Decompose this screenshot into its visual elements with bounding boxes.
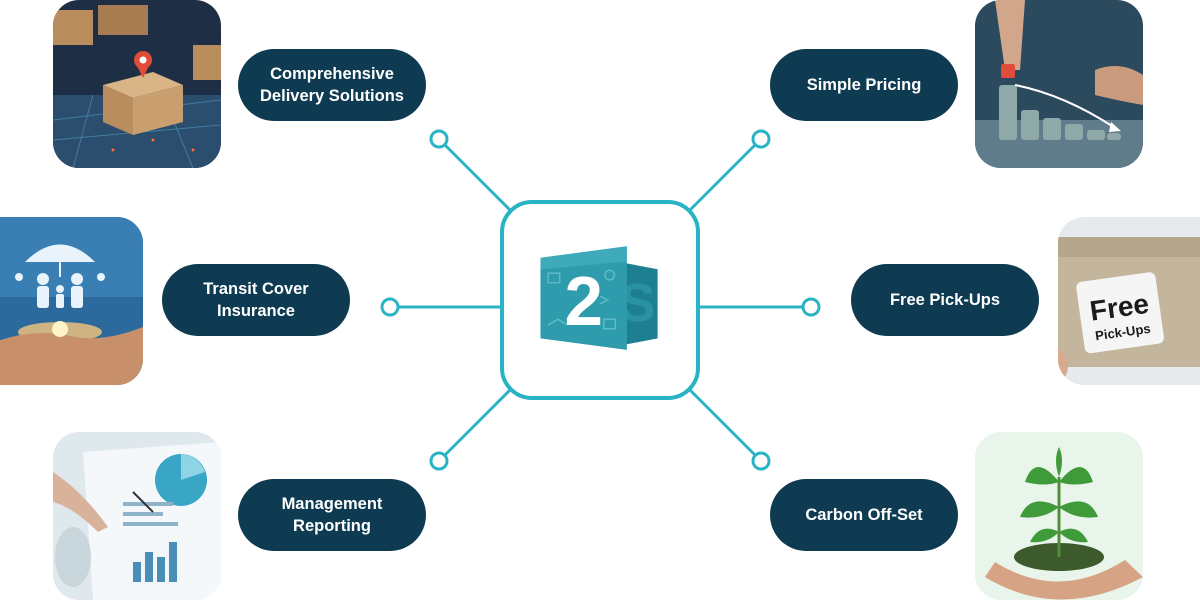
feature-simple-pricing[interactable]: Simple Pricing	[770, 49, 958, 121]
carbon-photo	[975, 432, 1143, 600]
connector-pricing	[686, 143, 757, 214]
reporting-photo	[53, 432, 221, 600]
connector-node-delivery	[429, 129, 449, 149]
delivery-photo	[53, 0, 221, 168]
feature-carbon-offset[interactable]: Carbon Off-Set	[770, 479, 958, 551]
connector-carbon	[686, 386, 757, 457]
connector-node-reporting	[429, 451, 449, 471]
connector-node-insurance	[380, 297, 400, 317]
feature-free-pickups[interactable]: Free Pick-Ups	[851, 264, 1039, 336]
pickups-photo: Free Pick-Ups	[1058, 217, 1200, 385]
feature-comprehensive-delivery[interactable]: Comprehensive Delivery Solutions	[238, 49, 426, 121]
connector-node-pricing	[751, 129, 771, 149]
connector-node-pickups	[801, 297, 821, 317]
pricing-photo	[975, 0, 1143, 168]
connector-reporting	[443, 386, 514, 457]
logo-number: 2	[564, 262, 602, 340]
connector-delivery	[443, 143, 514, 214]
connector-node-carbon	[751, 451, 771, 471]
insurance-photo	[0, 217, 143, 385]
brand-logo: S 2	[540, 246, 658, 350]
feature-management-reporting[interactable]: Management Reporting	[238, 479, 426, 551]
center-logo-box: S 2	[500, 200, 700, 400]
feature-transit-cover[interactable]: Transit Cover Insurance	[162, 264, 350, 336]
